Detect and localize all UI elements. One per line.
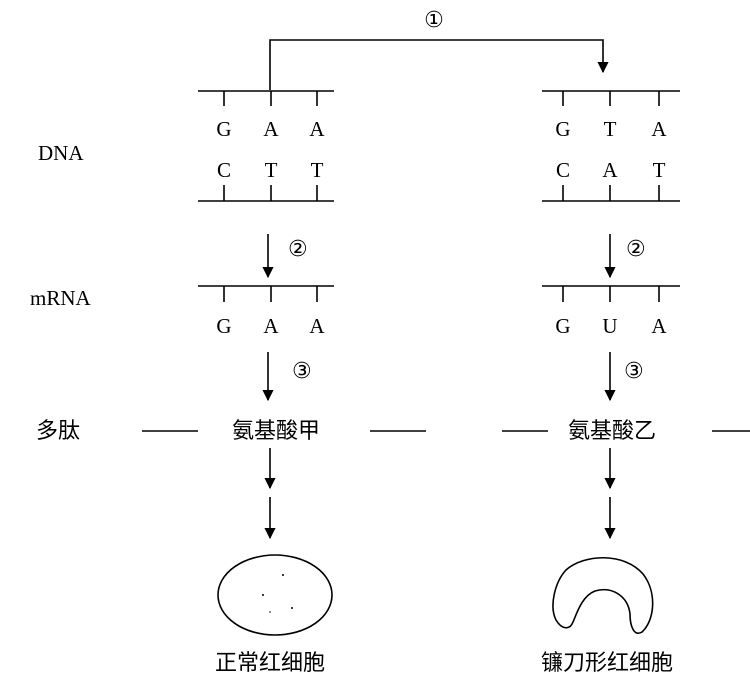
- translation-arrows: [262, 352, 616, 402]
- mrna-right-base: G: [555, 314, 570, 338]
- step2-label-right: ②: [626, 237, 646, 262]
- dna-right-top-base: A: [651, 117, 667, 141]
- transcription-arrows: [262, 234, 616, 279]
- mrna-left-base: A: [309, 314, 325, 338]
- dna-right-bottom-base: C: [556, 158, 570, 182]
- mrna-right-strand: [542, 285, 680, 302]
- dna-left-top-base: G: [216, 117, 231, 141]
- dna-left-strands: [198, 90, 334, 202]
- mrna-left-base: G: [216, 314, 231, 338]
- mrna-row-label: mRNA: [30, 286, 92, 310]
- step3-label-left: ③: [292, 359, 312, 384]
- dna-row-label: DNA: [38, 141, 84, 165]
- step3-label-right: ③: [624, 359, 644, 384]
- dna-right-bottom-base: A: [602, 158, 618, 182]
- amino-acid-left: 氨基酸甲: [232, 419, 320, 444]
- dna-right-bottom-base: T: [653, 158, 666, 182]
- dna-left-bottom-base: T: [311, 158, 324, 182]
- sickle-red-blood-cell: [552, 556, 654, 634]
- dna-right-top-base: G: [555, 117, 570, 141]
- normal-cell-label: 正常红细胞: [215, 651, 325, 676]
- dna-right-top-base: T: [604, 117, 617, 141]
- dna-left-bottom-base: C: [217, 158, 231, 182]
- mutation-connector: [269, 39, 609, 90]
- amino-acid-right: 氨基酸乙: [568, 419, 656, 444]
- mrna-left-strand: [198, 285, 334, 302]
- normal-red-blood-cell: [217, 554, 333, 636]
- dna-right-strands: [542, 90, 680, 202]
- dna-left-top-base: A: [309, 117, 325, 141]
- sickle-cell-label: 镰刀形红细胞: [541, 651, 673, 676]
- polypeptide-row-label: 多肽: [36, 419, 80, 444]
- dna-left-top-base: A: [263, 117, 279, 141]
- expression-arrows: [264, 448, 616, 540]
- step2-label-left: ②: [288, 237, 308, 262]
- mrna-right-base: U: [602, 314, 617, 338]
- dna-left-bottom-base: T: [265, 158, 278, 182]
- mrna-left-base: A: [263, 314, 279, 338]
- mrna-right-base: A: [651, 314, 667, 338]
- step1-label: ①: [424, 8, 444, 33]
